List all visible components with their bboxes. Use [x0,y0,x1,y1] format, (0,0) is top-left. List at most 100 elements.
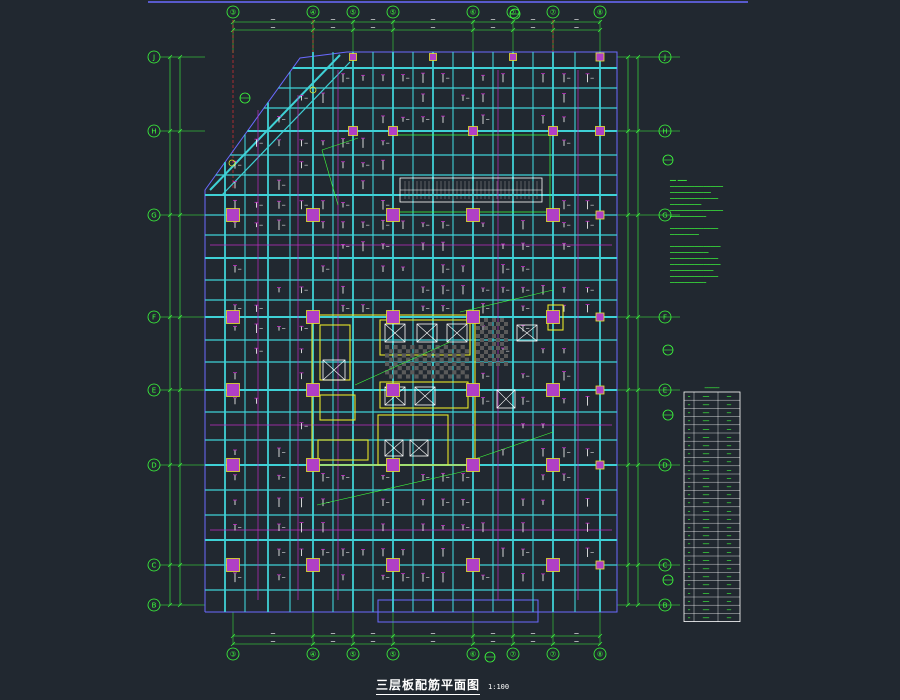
grid-bubble-icon [306,5,320,19]
stair-hatch-icon [389,374,394,379]
elevator-cross-icon [384,439,404,457]
dim-text: ━━ [573,26,579,30]
grid-bubble-label: ④ [310,9,316,17]
stair-hatch-icon [427,361,432,366]
dim-text: ━━ [573,632,579,636]
dim-text: ━━ [573,18,579,22]
rebar-text: ━━ [259,327,264,331]
rebar-text: ━━ [237,163,242,167]
stair-hatch-icon [414,357,419,362]
stair-hatch-icon [401,353,406,358]
stair-hatch-icon [480,362,484,366]
rebar-text: ━━ [590,551,595,555]
rebar-text: ━━ [525,267,530,271]
table-cell: ━ [687,468,691,472]
stair-hatch-icon [488,362,492,366]
rebar-text: ━━ [345,476,350,480]
rebar-text: ━━ [281,118,286,122]
table-cell: ━━ [726,403,732,407]
grid-bubble-icon [658,383,672,397]
dim-text: ━━ [490,26,496,30]
table-cell: ━ [687,583,691,587]
stair-hatch-icon [484,326,488,330]
rebar-text: ━━ [237,526,242,530]
grid-bubble-label: ③ [230,9,236,17]
stair-hatch-icon [439,349,444,354]
rebar-text: ━━ [445,223,450,227]
table-cell: ━━━ [702,411,710,415]
grid-bubble-label: D [662,462,667,470]
stair-hatch-icon [410,353,415,358]
table-cell: ━━━ [702,419,710,423]
stair-hatch-icon [456,349,461,354]
rebar-text: ━━ [304,327,309,331]
rebar-text: ━━ [485,118,490,122]
stair-hatch-icon [410,370,415,375]
column [388,126,398,136]
rebar-text: ━━ [465,501,470,505]
column [595,126,605,136]
grid-bubble-label: C [663,562,668,570]
grid-bubble-label: H [662,128,667,136]
table-cell: ━━━ [702,616,710,620]
dim-text: ━━ [430,18,436,22]
table-cell: ━━━ [702,477,710,481]
grid-bubble-label: E [152,387,156,395]
column [509,53,517,61]
grid-bubble-icon [147,124,161,138]
column [468,126,478,136]
grid-bubble-icon [147,458,161,472]
grid-bubble-label: ⑤ [390,651,396,659]
stair-hatch-icon [488,330,492,334]
dim-text: ━━ [430,26,436,30]
rebar-text: ━━ [445,288,450,292]
stair-hatch-icon [480,338,484,342]
table-cell: ━━ [726,583,732,587]
table-cell: ━━━ [702,575,710,579]
grid-bubble-label: ⑤ [350,9,356,17]
grid-bubble-label: B [152,602,157,610]
stair-hatch-icon [393,361,398,366]
table-cell: ━ [687,419,691,423]
stair-hatch-icon [456,357,461,362]
table-cell: ━ [687,518,691,522]
table-cell: ━ [687,395,691,399]
grid-bubble-icon [346,5,360,19]
dim-text: ━━ [370,632,376,636]
grid-bubble-icon [658,458,672,472]
stair-hatch-icon [431,366,436,371]
stair-hatch-icon [500,318,504,322]
rebar-text: ━━ [525,374,530,378]
grid-bubble-icon [658,558,672,572]
rebar-text: ━━ [425,476,430,480]
grid-bubble-icon [147,558,161,572]
rebar-text: ━━ [465,96,470,100]
grid-bubble-label: ⑥ [470,9,476,17]
rebar-text: ━━ [525,399,530,403]
table-cell: ━━━ [702,583,710,587]
grid-bubble-label: F [663,314,667,322]
stair-hatch-icon [393,353,398,358]
stair-hatch-icon [431,357,436,362]
column [546,458,560,472]
grid-bubble-icon [506,647,520,661]
elevator-cross-icon [384,323,406,343]
stair-hatch-icon [500,342,504,346]
stair-hatch-icon [488,322,492,326]
dim-text: ━━ [430,632,436,636]
grid-bubble-icon [226,647,240,661]
stair-hatch-icon [452,353,457,358]
table-cell: ━━━ [702,395,710,399]
rebar-text: ━━ [281,327,286,331]
stair-hatch-icon [406,357,411,362]
stair-hatch-icon [504,346,508,350]
rebar-text: ━━ [345,245,350,249]
stair-hatch-icon [397,366,402,371]
table-cell: ━━ [726,591,732,595]
stair-hatch-icon [476,334,480,338]
table-cell: ━ [687,427,691,431]
stair-hatch-icon [492,358,496,362]
rebar-text: ━━ [485,576,490,580]
table-cell: ━━━ [702,559,710,563]
stair-hatch-icon [476,350,480,354]
